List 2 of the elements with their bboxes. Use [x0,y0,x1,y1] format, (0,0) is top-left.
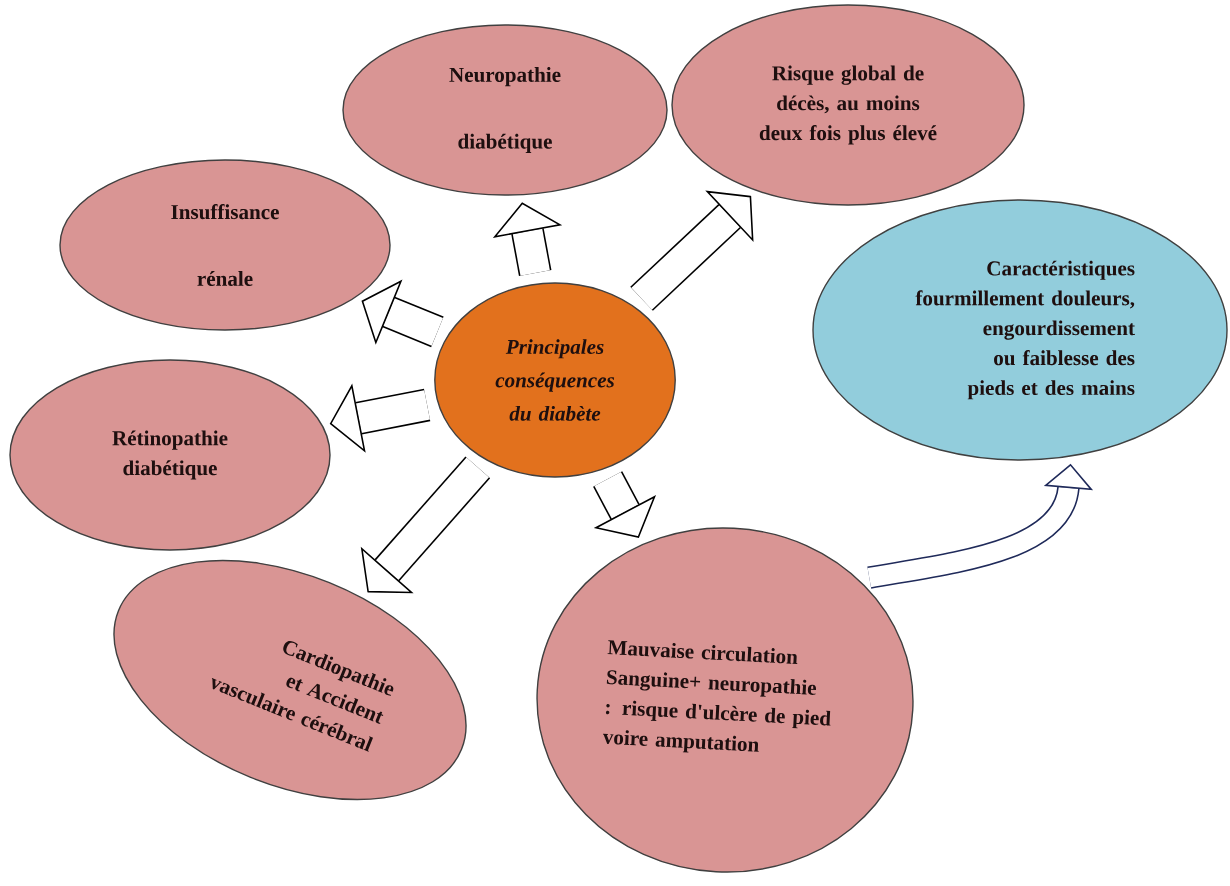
block-arrow [593,471,657,538]
block-arrow [630,190,754,311]
